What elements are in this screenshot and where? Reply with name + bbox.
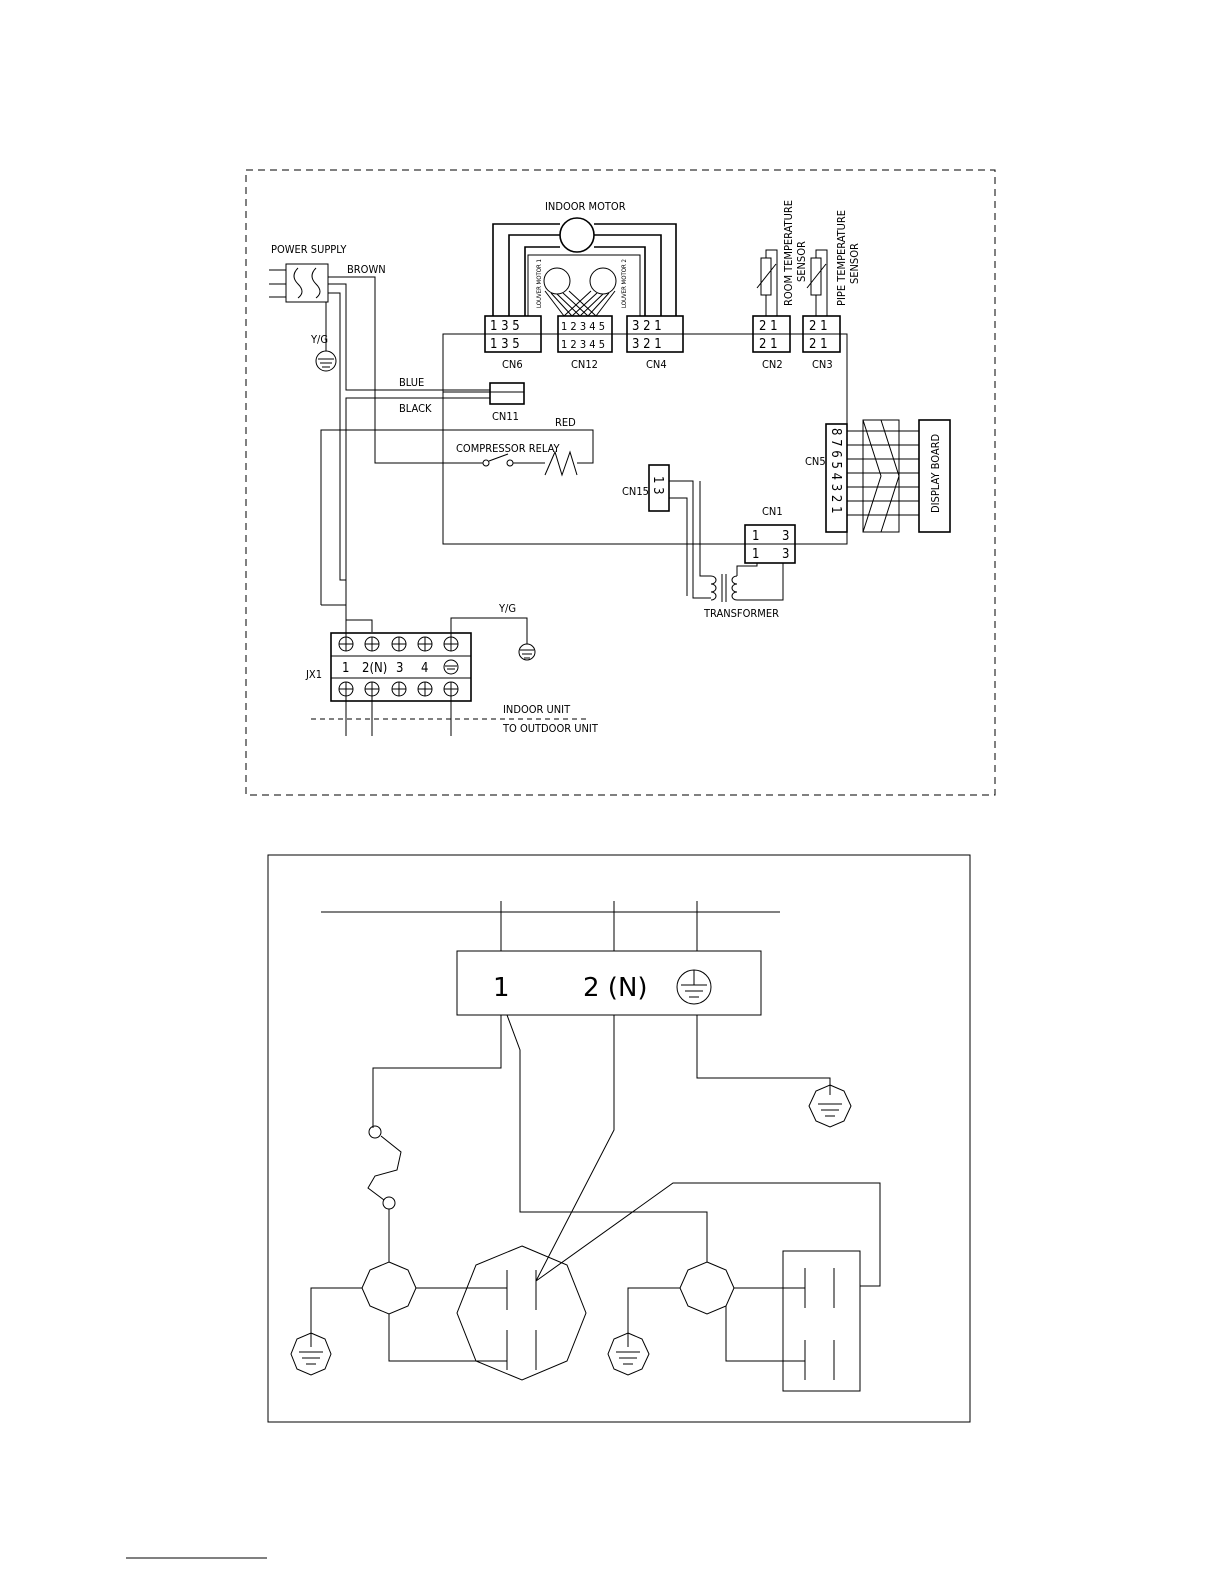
svg-text:ROOM TEMPERATURE: ROOM TEMPERATURE	[782, 200, 795, 306]
svg-text:2(N): 2(N)	[362, 661, 387, 676]
room-sensor-thermistor	[760, 257, 772, 296]
display-board: DISPLAY BOARD	[918, 419, 951, 533]
svg-text:CN11: CN11	[492, 410, 519, 423]
svg-text:JX1: JX1	[305, 668, 322, 681]
power-plug-body	[285, 263, 329, 303]
outdoor-wiring-diagram: 1 2 (N)	[267, 854, 971, 1423]
connector-cn15: 1 3 CN15	[622, 464, 711, 599]
svg-text:1 2 3 4 5: 1 2 3 4 5	[561, 320, 605, 333]
pipe-sensor-thermistor	[810, 257, 822, 296]
fan-motor-ground-icon	[607, 1332, 650, 1376]
svg-text:SENSOR: SENSOR	[795, 241, 808, 282]
svg-text:4: 4	[421, 661, 428, 676]
svg-text:1 3 5: 1 3 5	[490, 337, 520, 352]
svg-text:BROWN: BROWN	[347, 263, 386, 276]
indoor-motor-label: INDOOR MOTOR	[545, 200, 626, 213]
svg-text:3: 3	[782, 529, 789, 544]
svg-text:3 2 1: 3 2 1	[632, 337, 662, 352]
svg-text:2 1: 2 1	[809, 319, 828, 334]
svg-text:1 3 5: 1 3 5	[490, 319, 520, 334]
jx1-ground-icon	[443, 659, 459, 675]
louver-motors: LOUVER MOTOR 1 LOUVER MOTOR 2	[527, 254, 641, 317]
svg-text:RED: RED	[555, 416, 576, 429]
svg-text:Y/G: Y/G	[310, 333, 328, 346]
room-temperature-sensor: ROOM TEMPERATURE SENSOR	[756, 200, 808, 316]
svg-text:CN15: CN15	[622, 485, 649, 498]
connector-cn5: 8 7 6 5 4 3 2 1 CN5	[805, 419, 919, 533]
indoor-wiring-diagram: INDOOR MOTOR LOUVER MOTOR 1 LOUVER MOTOR…	[245, 169, 996, 796]
svg-text:1: 1	[752, 529, 759, 544]
louver-motor-1-label: LOUVER MOTOR 1	[536, 259, 543, 308]
compressor-terminal-icon	[361, 1261, 417, 1315]
svg-text:8 7 6 5 4 3 2 1: 8 7 6 5 4 3 2 1	[828, 428, 843, 514]
svg-text:TRANSFORMER: TRANSFORMER	[703, 607, 779, 620]
svg-text:CN3: CN3	[812, 358, 833, 371]
jx1-earth-icon	[518, 643, 536, 661]
louver-motor-2-symbol	[589, 267, 617, 295]
connector-cn4: 3 2 1 3 2 1 CN4	[626, 315, 684, 371]
terminal-block-jx1: JX1 1 2(N) 3 4 Y/G INDOOR UNIT TO OUTD	[305, 602, 599, 736]
svg-text:2 (N): 2 (N)	[583, 973, 648, 1003]
power-supply-plug: POWER SUPPLY BROWN Y/G	[269, 243, 490, 632]
compressor-capacitor-icon	[456, 1245, 587, 1381]
svg-text:CN12: CN12	[571, 358, 598, 371]
svg-text:INDOOR UNIT: INDOOR UNIT	[503, 703, 571, 716]
svg-text:CN6: CN6	[502, 358, 523, 371]
svg-text:PIPE TEMPERATURE: PIPE TEMPERATURE	[835, 210, 848, 306]
transformer-primary-coil	[710, 575, 717, 601]
connector-cn2: 2 1 2 1 CN2	[752, 315, 791, 371]
svg-text:3: 3	[782, 547, 789, 562]
svg-text:1: 1	[342, 661, 349, 676]
outdoor-compressor-ground-icon	[290, 1332, 332, 1376]
power-ground-icon	[315, 350, 337, 372]
svg-text:CN4: CN4	[646, 358, 667, 371]
indoor-dashed-border	[245, 169, 996, 796]
fan-capacitor-icon	[782, 1250, 861, 1392]
connector-cn12: 1 2 3 4 5 1 2 3 4 5 CN12	[557, 315, 613, 371]
louver-motor-2-label: LOUVER MOTOR 2	[621, 259, 628, 308]
svg-text:Y/G: Y/G	[498, 602, 516, 615]
svg-text:3: 3	[396, 661, 403, 676]
transformer: TRANSFORMER	[699, 481, 784, 620]
svg-text:2 1: 2 1	[809, 337, 828, 352]
connector-cn6: 1 3 5 1 3 5 CN6	[484, 315, 542, 371]
svg-text:1 3: 1 3	[650, 476, 665, 495]
pipe-temperature-sensor: PIPE TEMPERATURE SENSOR	[806, 210, 861, 316]
svg-text:CN2: CN2	[762, 358, 783, 371]
indoor-motor-wires	[492, 223, 677, 316]
svg-text:BLACK: BLACK	[399, 402, 432, 415]
svg-text:1: 1	[752, 547, 759, 562]
outdoor-ground-icon	[808, 1084, 852, 1128]
connector-cn3: 2 1 2 1 CN3	[802, 315, 841, 371]
svg-text:2 1: 2 1	[759, 337, 778, 352]
indoor-motor-symbol	[559, 217, 595, 253]
connector-cn1: 1 3 1 3 CN1	[744, 505, 796, 564]
louver-motor-1-symbol	[543, 267, 571, 295]
svg-text:SENSOR: SENSOR	[848, 243, 861, 284]
svg-text:BLUE: BLUE	[399, 376, 424, 389]
svg-text:DISPLAY BOARD: DISPLAY BOARD	[929, 434, 942, 513]
svg-text:CN5: CN5	[805, 455, 826, 468]
overload-protector-icon	[367, 1135, 402, 1262]
svg-text:1: 1	[493, 973, 510, 1003]
svg-text:3 2 1: 3 2 1	[632, 319, 662, 334]
svg-text:1 2 3 4 5: 1 2 3 4 5	[561, 338, 605, 351]
outdoor-terminal-block: 1 2 (N)	[456, 950, 762, 1016]
indoor-motor: INDOOR MOTOR	[492, 200, 677, 316]
relay-coil-icon	[544, 450, 578, 477]
svg-text:COMPRESSOR RELAY: COMPRESSOR RELAY	[456, 442, 561, 455]
fan-motor-terminal-icon	[679, 1261, 735, 1315]
outdoor-diagram-border	[267, 854, 971, 1423]
svg-text:2 1: 2 1	[759, 319, 778, 334]
transformer-secondary-coil	[731, 575, 738, 601]
svg-text:POWER SUPPLY: POWER SUPPLY	[271, 243, 347, 256]
compressor-relay: COMPRESSOR RELAY RED	[320, 416, 594, 605]
svg-text:CN1: CN1	[762, 505, 783, 518]
connector-cn11: CN11 BLUE BLACK	[345, 376, 525, 632]
svg-text:TO OUTDOOR UNIT: TO OUTDOOR UNIT	[502, 722, 599, 735]
